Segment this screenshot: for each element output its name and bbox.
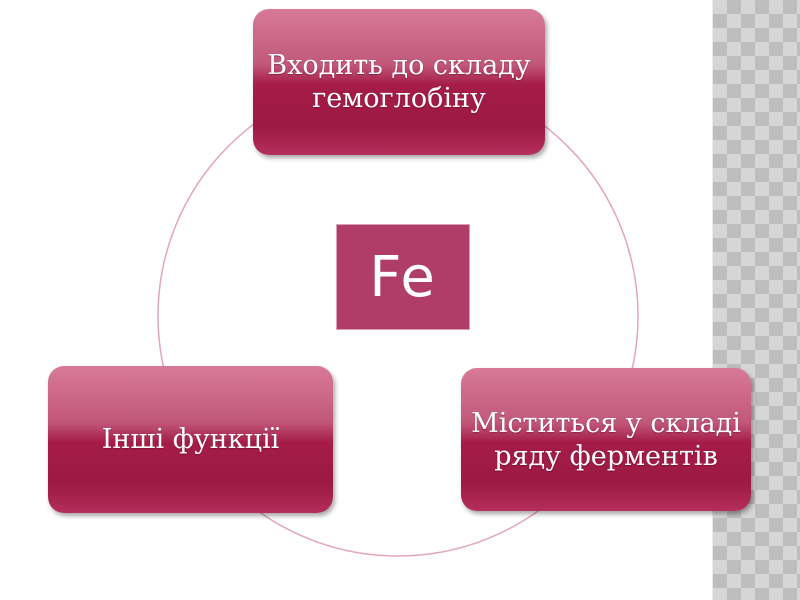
node-other-functions-label: Інші функції [101, 424, 280, 455]
node-hemoglobin-label: Входить до складу гемоглобіну [267, 50, 531, 114]
node-enzymes-label: Міститься у складі ряду ферментів [471, 407, 741, 472]
center-element-label: Fe [369, 244, 437, 310]
center-element-box: Fe [336, 224, 470, 330]
node-enzymes: Міститься у складі ряду ферментів [461, 368, 751, 511]
node-other-functions: Інші функції [48, 366, 333, 513]
node-hemoglobin: Входить до складу гемоглобіну [253, 9, 545, 155]
